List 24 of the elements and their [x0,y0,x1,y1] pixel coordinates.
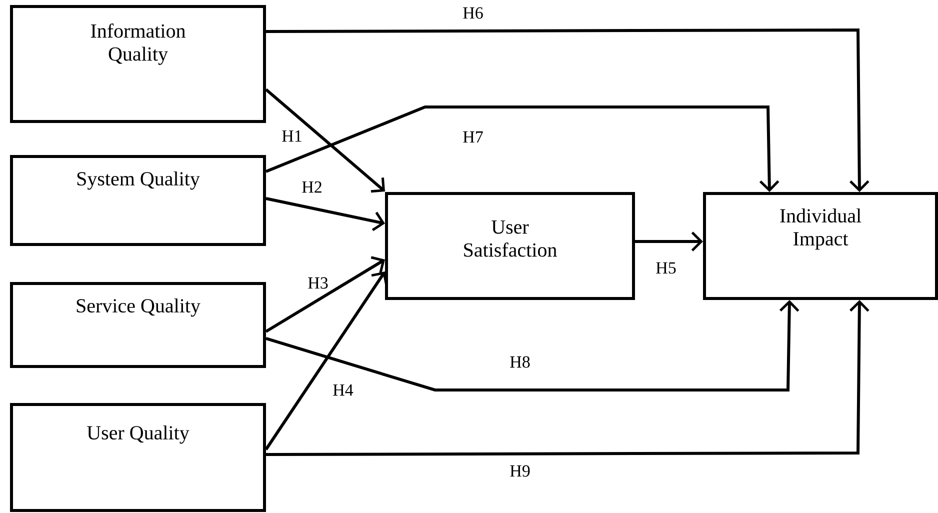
arrow [635,232,703,252]
construct-box: User Quality [10,403,266,512]
arrow [264,272,388,450]
construct-box: Individual Impact [703,192,938,300]
construct-box: User Satisfaction [385,192,635,300]
arrow [266,300,870,456]
edge-label: H5 [654,261,678,275]
construct-box: Information Quality [10,5,266,123]
edge-label: H7 [462,130,484,144]
arrow [266,197,385,232]
construct-box: Service Quality [10,282,266,368]
edge-label: H3 [306,276,330,290]
arrow [265,256,385,333]
edge-label: H6 [462,6,484,20]
arrow [265,106,780,192]
edge-label: H4 [332,383,354,397]
arrow [266,28,870,192]
edge-label: H1 [280,129,304,143]
arrow [265,88,385,193]
edge-label: H8 [508,355,532,369]
arrow [266,300,800,392]
edge-label: H9 [508,464,532,478]
construct-box: System Quality [10,155,266,246]
edge-label: H2 [300,180,324,194]
